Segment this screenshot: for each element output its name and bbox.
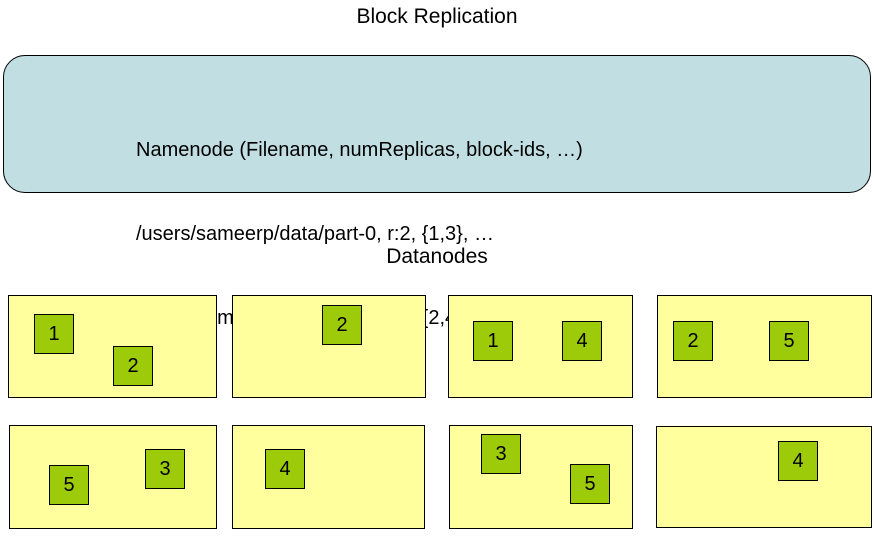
namenode-line-2: /users/sameerp/data/part-0, r:2, {1,3}, …: [136, 223, 494, 245]
block-5: 5: [570, 464, 610, 504]
block-4: 4: [265, 449, 305, 489]
block-5: 5: [49, 465, 89, 505]
block-2: 2: [113, 346, 153, 386]
datanode-box-6: 4: [232, 425, 425, 529]
block-5: 5: [769, 321, 809, 361]
block-2: 2: [673, 321, 713, 361]
block-1: 1: [34, 314, 74, 354]
block-2: 2: [322, 305, 362, 345]
namenode-line-1: Namenode (Filename, numReplicas, block-i…: [136, 139, 583, 161]
block-4: 4: [562, 321, 602, 361]
block-3: 3: [481, 434, 521, 474]
namenode-box: Namenode (Filename, numReplicas, block-i…: [3, 55, 871, 329]
block-1: 1: [473, 321, 513, 361]
datanode-box-8: 4: [656, 426, 872, 528]
block-3: 3: [145, 449, 185, 489]
block-4: 4: [778, 441, 818, 481]
datanodes-label: Datanodes: [386, 245, 488, 268]
datanode-box-2: 2: [232, 295, 426, 398]
diagram-title: Block Replication: [356, 5, 518, 28]
